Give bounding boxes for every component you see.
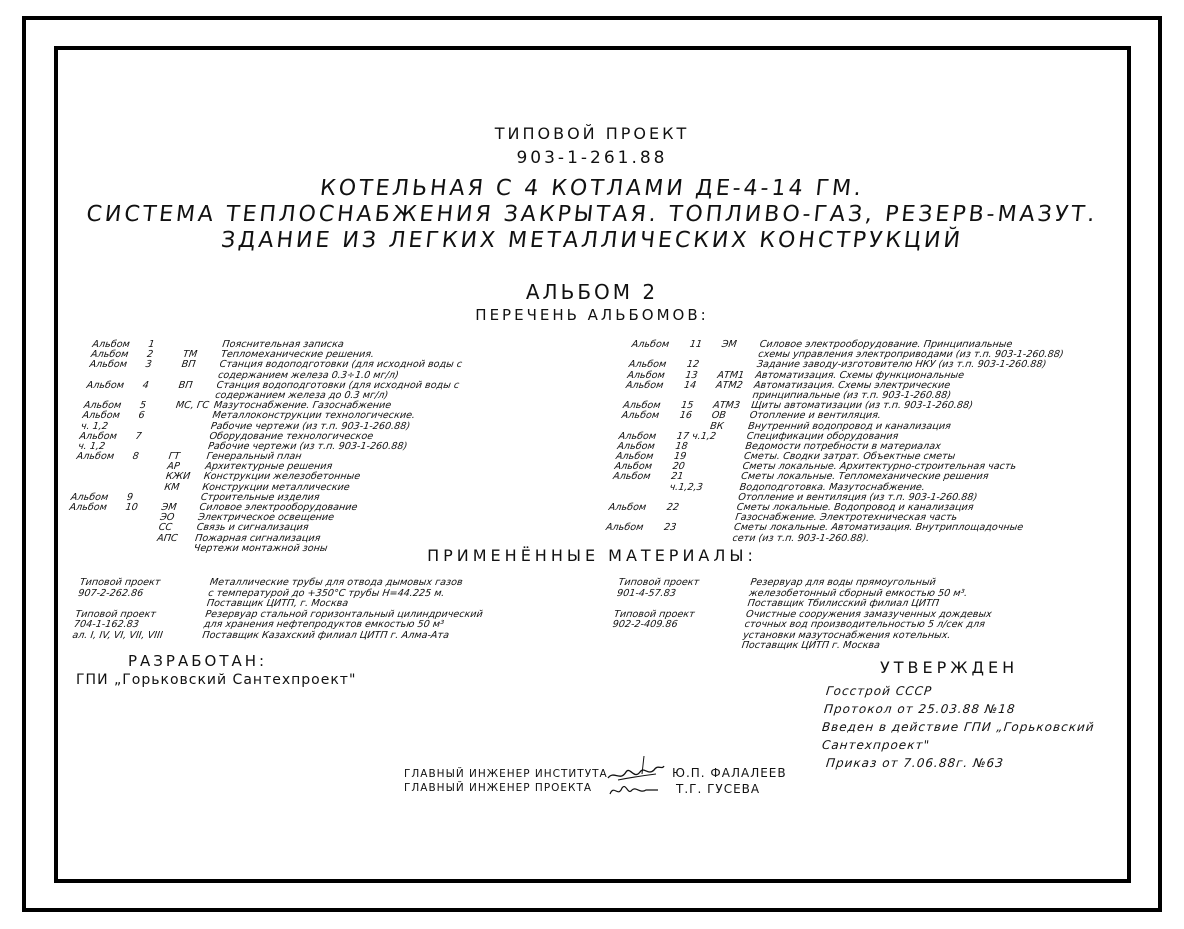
album-num: 14 [683, 379, 697, 391]
approved-line-3: Введен в действие ГПИ „Горьковский [821, 720, 1096, 734]
album-album: Альбом [612, 471, 652, 483]
album-num: 3 [144, 359, 153, 371]
album-album: Альбом [605, 522, 645, 534]
approved-heading: УТВЕРЖДЕН [880, 658, 1019, 677]
material-ref: 704-1-162.83 [73, 619, 140, 630]
material-line: Типовой проект Металлические трубы для от… [79, 577, 463, 589]
album-num: 4 [141, 379, 150, 391]
material-line: 704-1-162.83 для хранения нефтепродуктов … [73, 619, 444, 631]
material-ref: 902-2-409.86 [611, 619, 679, 630]
material-desc: Поставщик ЦИТП, г. Москва [206, 598, 349, 609]
material-desc: Поставщик ЦИТП г. Москва [740, 640, 881, 651]
album-row: Альбом 16 ОВ Отопление и вентиляция. [620, 410, 1112, 422]
album-album: Альбом [81, 410, 121, 422]
approved-line-4: Сантехпроект" [821, 738, 931, 752]
album-album: Альбом [68, 502, 108, 513]
album-album: Альбом [625, 379, 665, 391]
album-num: 11 [688, 339, 703, 350]
album-code: АТМ2 [715, 379, 744, 391]
materials-title: ПРИМЕНЁННЫЕ МАТЕРИАЛЫ: [427, 546, 757, 565]
album-num: 7 [134, 430, 143, 442]
album-num: 16 [678, 410, 693, 422]
album-album: Альбом [75, 451, 115, 463]
signature-role-2: ГЛАВНЫЙ ИНЖЕНЕР ПРОЕКТА [404, 782, 593, 794]
album-num: ч.1,2,3 [668, 481, 704, 493]
album-code: ЭМ [720, 339, 738, 350]
material-desc: для хранения нефтепродуктов емкостью 50 … [203, 619, 445, 630]
signature-name-1: Ю.П. ФАЛАЛЕЕВ [672, 766, 787, 780]
material-ref: ал. I, IV, VI, VII, VIII [71, 629, 164, 641]
approved-line-2: Протокол от 25.03.88 №18 [823, 702, 1017, 716]
material-desc: Резервуар для воды прямоугольный [749, 577, 937, 588]
material-line: ал. I, IV, VI, VII, VIII Поставщик Казахс… [72, 630, 450, 642]
title-line-3: ЗДАНИЕ ИЗ ЛЕГКИХ МЕТАЛЛИЧЕСКИХ КОНСТРУКЦ… [219, 228, 965, 253]
signature-name-2: Т.Г. ГУСЕВА [676, 782, 761, 796]
material-line: 902-2-409.86 сточных вод производительнос… [612, 619, 986, 631]
approved-line-1: Госстрой СССР [825, 684, 933, 698]
material-desc: Поставщик Тбилисский филиал ЦИТП [746, 598, 940, 609]
material-desc: сточных вод производительностью 5 л/сек … [743, 619, 986, 630]
album-album: Альбом [608, 502, 647, 513]
material-ref: Типовой проект [79, 577, 162, 588]
album-album: Альбом [88, 359, 128, 371]
album-album: Альбом [630, 339, 670, 350]
album-code: АПС [156, 532, 179, 544]
inner-frame [54, 46, 1131, 883]
album-list-title: ПЕРЕЧЕНЬ АЛЬБОМОВ: [475, 306, 709, 324]
album-code: КМ [163, 481, 181, 493]
album-num: 6 [137, 410, 146, 422]
signature-mark-2 [609, 786, 658, 795]
approved-line-5: Приказ от 7.06.88г. №63 [825, 756, 1005, 770]
material-ref: 907-2-262.86 [77, 587, 145, 599]
album-code: ВП [180, 359, 197, 371]
album-num: 22 [666, 502, 680, 513]
developed-heading: РАЗРАБОТАН: [128, 652, 268, 670]
album-desc: Отопление и вентиляция. [748, 410, 882, 422]
signature-mark-1 [607, 755, 665, 781]
album-desc: сети (из т.п. 903-1-260.88). [731, 532, 871, 544]
title-line-2: СИСТЕМА ТЕПЛОСНАБЖЕНИЯ ЗАКРЫТАЯ. ТОПЛИВО… [85, 202, 1099, 227]
album-album: Альбом [85, 379, 125, 391]
album-code: ВП [177, 379, 194, 391]
album-num: 8 [131, 451, 140, 463]
developed-organization: ГПИ „Горьковский Сантехпроект" [76, 672, 357, 688]
album-code: МС, ГС [175, 400, 210, 412]
album-album: Альбом [620, 410, 660, 422]
signature-role-1: ГЛАВНЫЙ ИНЖЕНЕР ИНСТИТУТА [404, 768, 608, 780]
album-desc: Металлоконструкции технологические. [211, 410, 416, 422]
material-desc: Металлические трубы для отвода дымовых г… [209, 577, 464, 588]
material-desc: Поставщик Казахский филиал ЦИТП г. Алма-… [201, 629, 450, 641]
album-row: сети (из т.п. 903-1-260.88). [604, 532, 1095, 544]
album-row: Альбом 6 Металлоконструкции технологически… [81, 410, 583, 422]
album-title: АЛЬБОМ 2 [525, 280, 659, 304]
album-num: 10 [124, 502, 139, 513]
album-num: 23 [663, 522, 677, 534]
album-code: ОВ [710, 410, 727, 422]
material-line: Типовой проект Резервуар для воды прямоуг… [618, 577, 937, 589]
type-project-label: ТИПОВОЙ ПРОЕКТ [494, 124, 690, 143]
material-ref: Типовой проект [617, 577, 700, 588]
title-line-1: КОТЕЛЬНАЯ С 4 КОТЛАМИ ДЕ-4-14 ГМ. [318, 176, 866, 201]
material-ref: 901-4-57.83 [616, 587, 677, 599]
project-number: 903-1-261.88 [516, 148, 668, 168]
outer-frame [22, 16, 1162, 912]
